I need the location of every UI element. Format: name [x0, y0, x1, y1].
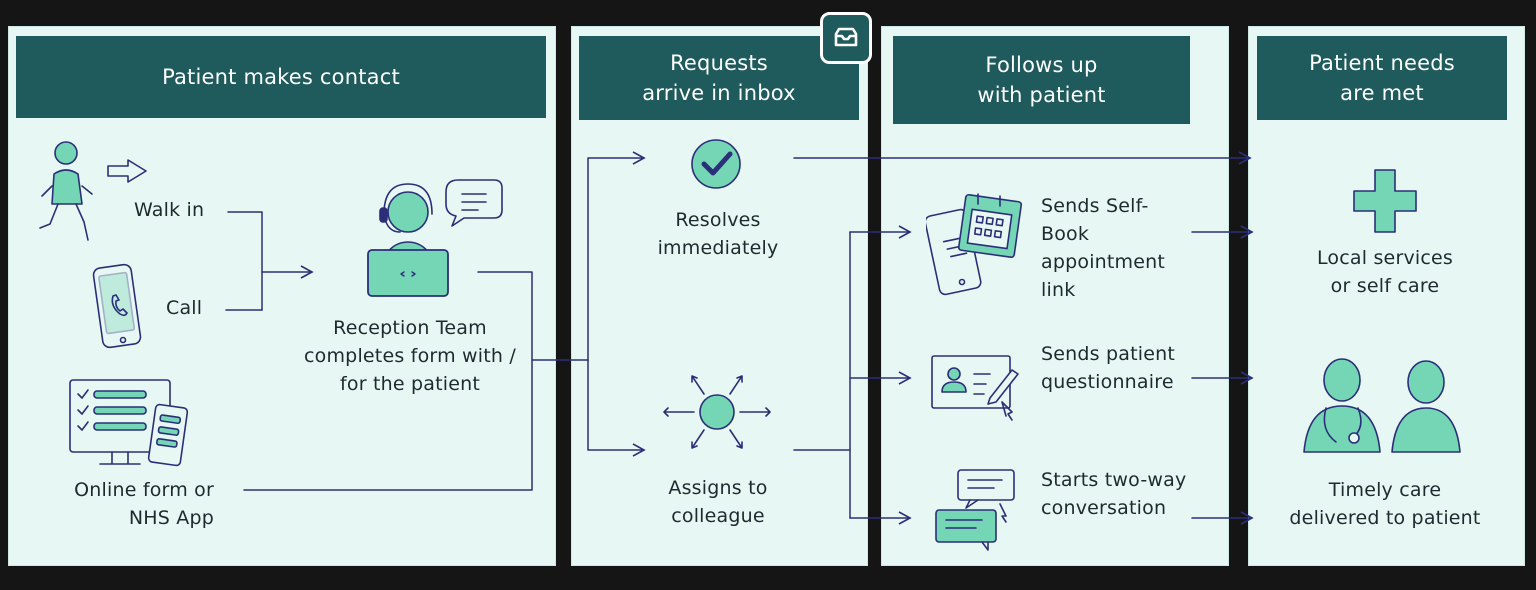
- local-services-label: Local services or self care: [1316, 247, 1454, 297]
- chat-bubbles-icon: [930, 464, 1022, 554]
- online-form-label: Online form or NHS App: [74, 479, 214, 529]
- inbox-icon: [820, 12, 872, 64]
- questionnaire-card-icon: [928, 352, 1024, 422]
- assign-radiate-icon: [660, 364, 774, 460]
- computer-form-icon: [66, 376, 192, 472]
- check-circle-icon: [690, 138, 742, 190]
- calendar-phone-icon: [924, 190, 1026, 300]
- walk-in-label: Walk in: [134, 199, 205, 221]
- stage-title-inbox: Requests arrive in inbox: [579, 36, 859, 120]
- questionnaire-label: Sends patient questionnaire: [1041, 343, 1176, 393]
- reception-team-label: Reception Team completes form with / for…: [304, 317, 516, 395]
- reception-headset-icon: [360, 174, 506, 298]
- stage-title-contact: Patient makes contact: [16, 36, 546, 118]
- timely-care-label: Timely care delivered to patient: [1289, 479, 1481, 529]
- self-book-label: Sends Self-Book appointment link: [1041, 195, 1166, 301]
- call-label: Call: [166, 297, 203, 319]
- walking-person-icon: [32, 138, 156, 246]
- conversation-label: Starts two-way conversation: [1041, 469, 1187, 519]
- phone-icon: [92, 262, 148, 352]
- clinician-patient-icon: [1296, 356, 1472, 456]
- stage-title-follow-up: Follows up with patient: [893, 36, 1190, 124]
- medical-cross-icon: [1350, 166, 1420, 236]
- assigns-label: Assigns to colleague: [668, 477, 768, 527]
- resolves-label: Resolves immediately: [657, 209, 779, 259]
- stage-title-outcome: Patient needs are met: [1257, 36, 1507, 120]
